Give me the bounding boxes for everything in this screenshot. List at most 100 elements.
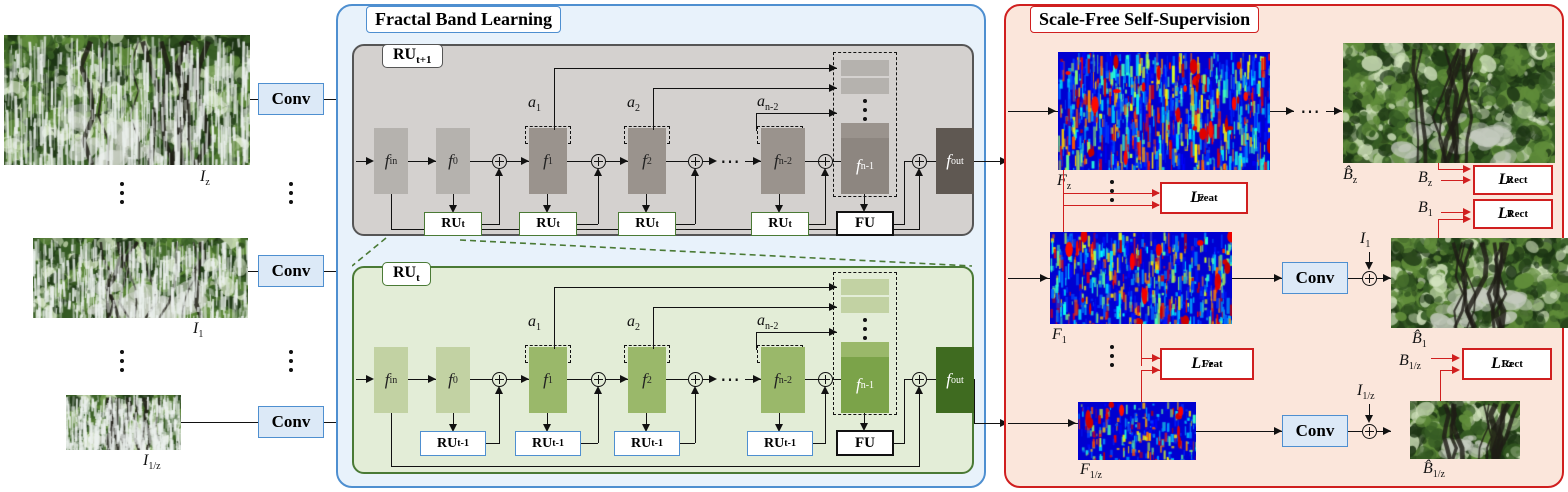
line-bot-fu-to-plus: [904, 379, 912, 380]
line-bot-skip-across: [391, 466, 920, 467]
line-top-fin-f0: [408, 161, 436, 162]
line-bot-an2-across: [756, 332, 837, 333]
line-top-ru2-up: [598, 175, 599, 224]
coeff-label-bot-a1: a1: [528, 313, 541, 334]
line-bot-ru4-out: [813, 443, 826, 444]
arrowhead-bot-entry: [366, 375, 374, 383]
line-top-an2-across: [756, 113, 837, 114]
line-bot-fn2-plus4: [805, 379, 822, 380]
arrow-i1-to-conv: [248, 271, 260, 272]
line-conv-i1-out: [324, 271, 346, 272]
line-top-a2-across: [653, 88, 837, 89]
line-fz-red-down: [1063, 170, 1064, 194]
dashed-band-stack-top: [833, 52, 897, 197]
line-fz-out: [1270, 111, 1294, 112]
ellipsis-conv-upper: [289, 182, 293, 204]
arrowhead-plus-f1: [1383, 274, 1391, 282]
ru-t-plus-1-tag: RUt+1: [382, 44, 443, 69]
ru-t-tag: RUt: [382, 262, 431, 287]
line-bot-ru3-out: [680, 443, 695, 444]
line-bot-entry: [356, 379, 372, 380]
line-top-ru4-up: [825, 175, 826, 224]
feature-caption-fz: Fz: [1057, 172, 1072, 193]
line-top-fn1-fu: [864, 194, 865, 207]
feature-map-f1z: [1078, 402, 1196, 460]
line-top-f2-ru: [646, 194, 647, 208]
adder-f1z: [1362, 424, 1377, 439]
arrowhead-top-f1-ru: [543, 205, 551, 213]
conv-block-f1[interactable]: Conv: [1282, 262, 1348, 294]
arrowhead-bot-plus3: [709, 375, 717, 383]
line-bot-a2-up: [653, 307, 654, 349]
arrowhead-top-ru3-up: [691, 168, 699, 176]
adder-top-2: [591, 154, 606, 169]
arrowhead-lfeat-z-2: [1152, 201, 1160, 209]
line-i1-down: [1369, 252, 1370, 265]
line-conv-iz-out: [324, 99, 346, 100]
ellipsis-fz-chain: ⋯: [1300, 101, 1322, 123]
band-bot-3: [841, 342, 889, 357]
feature-caption-f1z: F1/z: [1080, 461, 1102, 482]
adder-bot-2: [591, 372, 606, 387]
conv-block-f1z[interactable]: Conv: [1282, 415, 1348, 447]
ellipsis-feat-lower: [1110, 345, 1114, 367]
line-bot-skip-up: [919, 393, 920, 467]
line-bot-ru2-out: [581, 443, 598, 444]
input-image-iz: [4, 35, 250, 165]
arrowhead-bot-ru2-up: [594, 386, 602, 394]
arrowhead-bot-f0-ru: [449, 424, 457, 432]
arrowhead-top-ru4-up: [821, 168, 829, 176]
feature-map-fz: [1058, 52, 1270, 170]
line-bot-plus2-f2: [606, 379, 628, 380]
feature-map-f1: [1050, 232, 1232, 324]
arrowhead-fz-in: [1048, 107, 1056, 115]
arrowhead-top-ru1-up: [495, 168, 503, 176]
coeff-label-top-a1: a1: [528, 94, 541, 115]
arrowhead-bot-skip: [915, 386, 923, 394]
line-f1z-red-up: [1141, 370, 1142, 412]
line-bot-a1-across: [554, 287, 837, 288]
line-bot-ru1-out: [486, 443, 500, 444]
arrow-iz-to-conv: [250, 99, 260, 100]
line-lfeat1z-across2: [1141, 370, 1160, 371]
line-bot-plusfinal-fout: [927, 379, 944, 380]
fusion-unit-top[interactable]: FU: [836, 211, 894, 236]
line-fz-red-across: [1063, 193, 1159, 194]
line-f1z-in: [1008, 423, 1078, 424]
adder-top-4: [818, 154, 833, 169]
line-f1-red-across: [1063, 205, 1159, 206]
target-label-b1: B1: [1418, 199, 1433, 220]
conv-block-i1[interactable]: Conv: [258, 255, 324, 287]
line-top-f1-ru: [547, 194, 548, 208]
arrowhead-bot-fn2-ru: [775, 424, 783, 432]
line-lfeat1z-across1: [1141, 358, 1160, 359]
arrow-i1z-to-conv: [181, 422, 260, 423]
line-bot-f2-plus3: [666, 379, 688, 380]
ellipsis-band-bot: [863, 318, 867, 340]
fusion-unit-bot[interactable]: FU: [836, 430, 894, 456]
residual-label-i1z: I1/z: [1357, 382, 1375, 403]
conv-block-iz[interactable]: Conv: [258, 83, 324, 115]
ellipsis-top-chain: ⋯: [720, 151, 742, 173]
arrowhead-bot-ru4-up: [821, 386, 829, 394]
conv-block-i1z[interactable]: Conv: [258, 406, 324, 438]
line-f1-to-conv: [1232, 278, 1282, 279]
arrowhead-bot-fin-f0: [428, 375, 436, 383]
